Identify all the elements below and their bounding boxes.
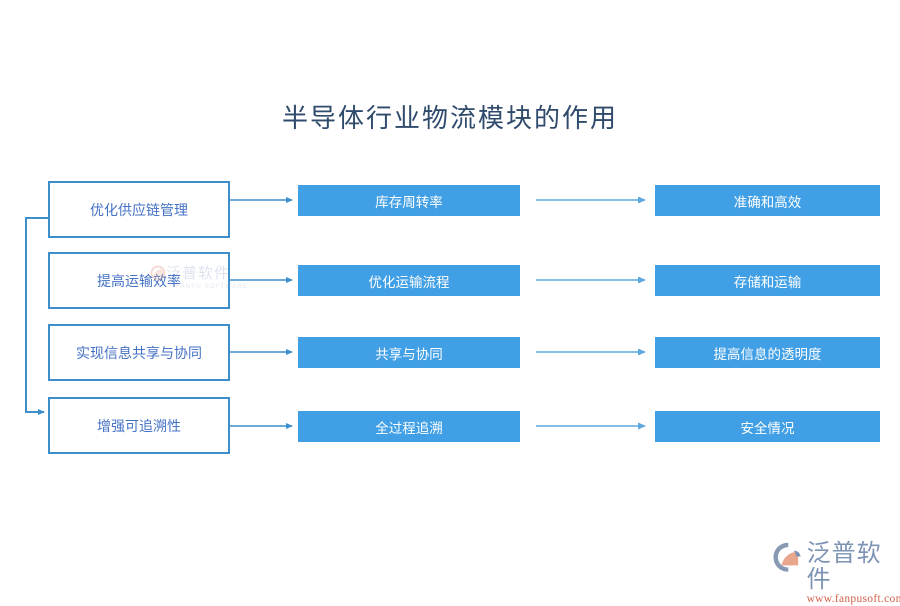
cause-box-1[interactable]: 优化供应链管理	[48, 181, 230, 238]
fanpu-logo-icon	[773, 542, 801, 572]
outcome-box-4[interactable]: 安全情况	[655, 411, 880, 442]
outcome-box-3[interactable]: 提高信息的透明度	[655, 337, 880, 368]
effect-box-1[interactable]: 库存周转率	[298, 185, 520, 216]
effect-box-4[interactable]: 全过程追溯	[298, 411, 520, 442]
cause-box-4[interactable]: 增强可追溯性	[48, 397, 230, 454]
outcome-box-1[interactable]: 准确和高效	[655, 185, 880, 216]
effect-box-2[interactable]: 优化运输流程	[298, 265, 520, 296]
page-title: 半导体行业物流模块的作用	[281, 104, 618, 134]
logo-brand-name: 泛普软件	[806, 539, 882, 593]
brand-logo: 泛普软件 www.fanpusoft.com	[772, 540, 900, 606]
outcome-box-2[interactable]: 存储和运输	[655, 265, 880, 296]
effect-box-3[interactable]: 共享与协同	[298, 337, 520, 368]
cause-box-3[interactable]: 实现信息共享与协同	[48, 324, 230, 381]
cause-box-2[interactable]: 提高运输效率	[48, 252, 230, 309]
left-rail-connector	[25, 217, 48, 415]
